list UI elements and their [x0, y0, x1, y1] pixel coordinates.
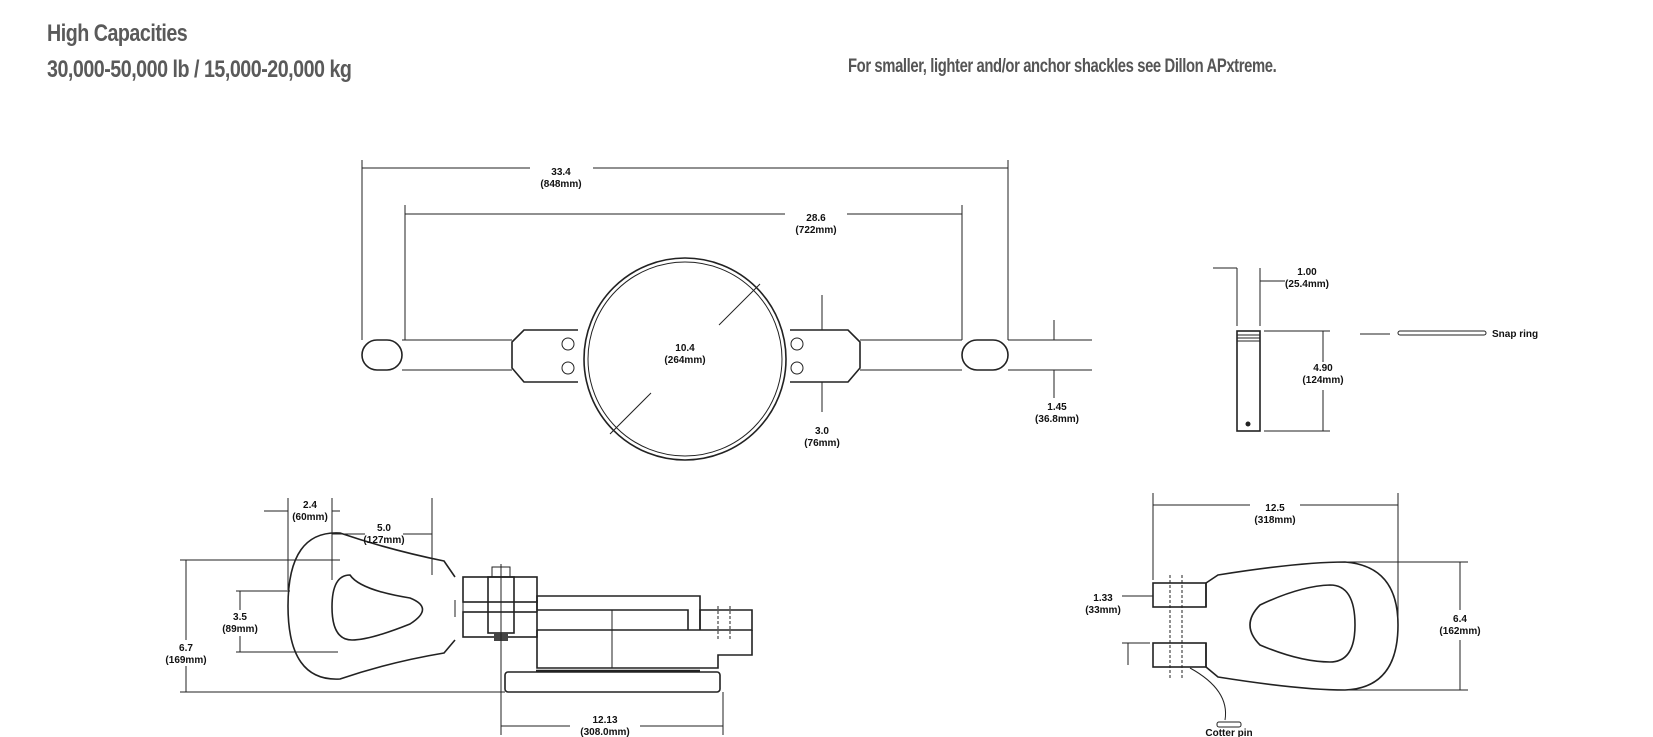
side-view-drawing	[287, 532, 753, 693]
snap-ring	[1397, 330, 1487, 336]
jaw-gap-value: 1.33	[1093, 593, 1113, 604]
eye-reach-metric: (127mm)	[363, 535, 404, 546]
bar-thickness-metric: (36.8mm)	[1035, 414, 1079, 425]
right-bar-end	[961, 339, 1009, 371]
load-ring	[583, 257, 787, 461]
eye-width-value: 2.4	[303, 500, 317, 511]
ring-diameter-value: 10.4	[675, 343, 695, 354]
shackle-drawing	[1152, 561, 1399, 728]
pin-body	[1236, 330, 1261, 432]
eye-width-metric: (60mm)	[292, 512, 328, 523]
see-also-note: For smaller, lighter and/or anchor shack…	[848, 56, 1277, 77]
shackle-eye	[1249, 584, 1356, 663]
eye-opening-metric: (89mm)	[222, 624, 258, 635]
shackle-body	[1205, 561, 1399, 691]
jaw-gap-metric: (33mm)	[1085, 605, 1121, 616]
shackle-length-value: 12.5	[1265, 503, 1285, 514]
pin-centers-value: 28.6	[806, 213, 826, 224]
pin-drawing	[1213, 267, 1487, 432]
shackle-length-metric: (318mm)	[1254, 515, 1295, 526]
overall-length-metric: (848mm)	[540, 179, 581, 190]
shackle-height-value: 6.4	[1453, 614, 1467, 625]
left-bar-end	[361, 339, 403, 371]
cotter-pin	[1216, 721, 1242, 728]
base-plate	[504, 671, 721, 693]
page-title: High Capacities	[47, 20, 188, 47]
eye-opening-value: 3.5	[233, 612, 247, 623]
eye-reach-value: 5.0	[377, 523, 391, 534]
base-length-metric: (308.0mm)	[580, 727, 629, 737]
base-length-value: 12.13	[592, 715, 617, 726]
cotter-pin-label: Cotter pin	[1205, 728, 1252, 737]
pin-diameter-value: 1.00	[1297, 267, 1317, 278]
capacity-range: 30,000-50,000 lb / 15,000-20,000 kg	[47, 56, 352, 83]
right-clevis-body	[790, 329, 861, 383]
pin-length-metric: (124mm)	[1302, 375, 1343, 386]
overall-length-value: 33.4	[551, 167, 571, 178]
snap-ring-label: Snap ring	[1492, 329, 1538, 340]
body-width-metric: (76mm)	[804, 438, 840, 449]
pin-length-value: 4.90	[1313, 363, 1333, 374]
left-clevis-body	[511, 329, 578, 383]
overall-height-metric: (169mm)	[165, 655, 206, 666]
shackle-height-metric: (162mm)	[1439, 626, 1480, 637]
eye-opening	[331, 574, 424, 641]
body-width-value: 3.0	[815, 426, 829, 437]
top-view-drawing	[361, 257, 1092, 461]
pin-diameter-metric: (25.4mm)	[1285, 279, 1329, 290]
overall-height-value: 6.7	[179, 643, 193, 654]
pin-centers-metric: (722mm)	[795, 225, 836, 236]
eye-plate	[287, 532, 456, 680]
ring-diameter-metric: (264mm)	[664, 355, 705, 366]
bar-thickness-value: 1.45	[1047, 402, 1067, 413]
